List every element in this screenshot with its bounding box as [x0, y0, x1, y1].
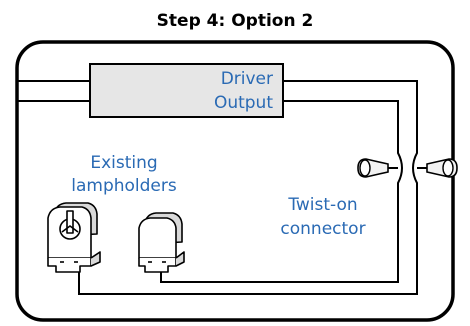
lampholders-label-line1: Existing	[90, 153, 157, 173]
driver-label-line2: Output	[214, 93, 273, 113]
driver-label-line1: Driver	[221, 69, 273, 89]
connector-label-line2: connector	[280, 219, 365, 239]
twist-on-connector-right	[417, 158, 458, 178]
lampholder-plain	[138, 212, 185, 273]
driver-box	[89, 63, 284, 118]
twist-on-connector-left	[357, 158, 398, 178]
wire-pair	[17, 80, 418, 295]
connector-label-line1: Twist-on	[287, 195, 357, 215]
wire-inner	[17, 100, 403, 283]
diagram-title: Step 4: Option 2	[157, 11, 314, 31]
driver-output-box: Driver Output	[89, 63, 284, 118]
wire-outer	[17, 80, 418, 295]
lampholder-rotary	[47, 202, 101, 273]
lampholders-label-line2: lampholders	[71, 176, 177, 196]
